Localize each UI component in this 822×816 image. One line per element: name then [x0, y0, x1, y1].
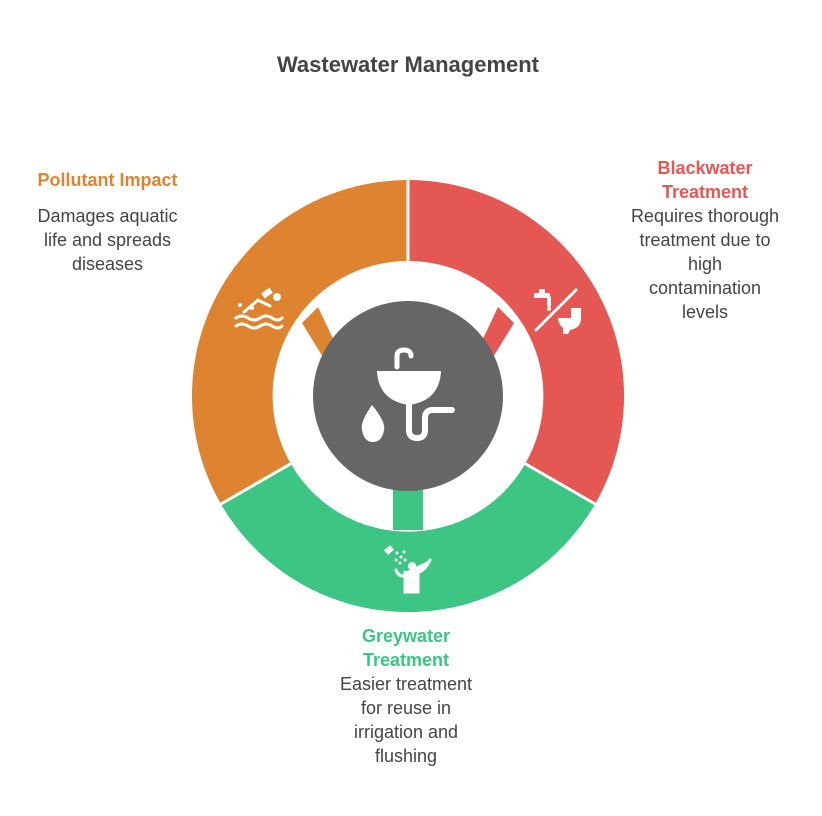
separator-left — [220, 462, 292, 506]
page-title: Wastewater Management — [276, 52, 540, 77]
segment-blackwater-treatment — [408, 180, 625, 504]
greywater-desc-line: irrigation and — [353, 722, 459, 742]
sink-drain-icon — [361, 347, 455, 442]
faucet-toilet-icon — [534, 288, 581, 334]
greywater-desc-line: for reuse in — [360, 698, 452, 718]
blackwater-treatment-block: Blackwater Treatment Requires thorough t… — [610, 156, 800, 324]
blackwater-treatment-title: Blackwater Treatment — [610, 156, 800, 204]
pollutant-impact-title: Pollutant Impact — [10, 168, 205, 192]
blackwater-title-line: Treatment — [661, 182, 749, 202]
blackwater-title-line: Blackwater — [657, 158, 753, 178]
greywater-desc-line: Easier treatment — [339, 674, 473, 694]
blackwater-desc-line: treatment due to — [639, 230, 771, 250]
greywater-treatment-block: Greywater Treatment Easier treatment for… — [310, 624, 502, 768]
greywater-title-line: Treatment — [362, 650, 450, 670]
greywater-treatment-title: Greywater Treatment — [310, 624, 502, 672]
pollutant-impact-block: Pollutant Impact Damages aquatic life an… — [10, 168, 205, 276]
pollutant-impact-title-line: Pollutant Impact — [37, 170, 178, 190]
pollutant-impact-desc-line: Damages aquatic — [37, 206, 178, 226]
blackwater-desc-line: Requires thorough — [630, 206, 780, 226]
greywater-desc-line: flushing — [374, 746, 438, 766]
pollutant-impact-desc-line: diseases — [71, 254, 144, 274]
segment-greywater-treatment — [220, 463, 596, 613]
segment-pollutant-impact — [191, 180, 408, 504]
blackwater-desc-line: high — [687, 254, 723, 274]
pollutant-impact-description: Damages aquatic life and spreads disease… — [10, 204, 205, 276]
greywater-treatment-description: Easier treatment for reuse in irrigation… — [310, 672, 502, 768]
pollutant-impact-desc-line: life and spreads — [43, 230, 172, 250]
blackwater-desc-line: contamination — [648, 278, 762, 298]
swimmer-pollution-icon — [234, 287, 284, 330]
greywater-title-line: Greywater — [361, 626, 451, 646]
shower-person-icon — [384, 545, 432, 594]
blackwater-desc-line: levels — [681, 302, 729, 322]
separator-right — [524, 462, 596, 506]
blackwater-treatment-description: Requires thorough treatment due to high … — [610, 204, 800, 324]
